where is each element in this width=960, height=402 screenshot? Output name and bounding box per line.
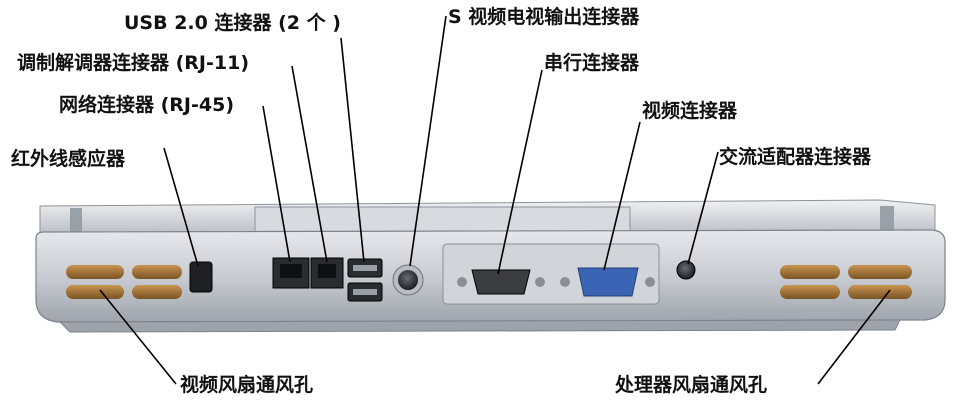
- cpu-fan-vent: [780, 265, 912, 299]
- serial-port: [457, 269, 545, 295]
- leader-serial: [497, 69, 543, 275]
- label-video-fan: 视频风扇通风孔: [180, 374, 314, 396]
- modem-port: [310, 257, 344, 289]
- network-port: [272, 257, 310, 289]
- label-network: 网络连接器 (RJ-45): [59, 94, 235, 116]
- leader-modem: [291, 65, 328, 263]
- label-modem: 调制解调器连接器 (RJ-11): [17, 52, 250, 74]
- ac-adapter-port: [676, 260, 696, 280]
- usb-ports: [347, 258, 383, 302]
- leader-infrared: [163, 147, 199, 267]
- leader-svideo: [409, 15, 447, 267]
- video-fan-vent: [66, 265, 182, 299]
- leader-lines: [99, 15, 891, 385]
- leader-network: [262, 105, 291, 263]
- vga-port: [560, 267, 655, 297]
- label-cpu-fan: 处理器风扇通风孔: [615, 374, 768, 396]
- leader-usb: [340, 37, 365, 263]
- svideo-port: [392, 264, 424, 296]
- label-video: 视频连接器: [642, 100, 738, 122]
- label-serial: 串行连接器: [544, 52, 640, 74]
- label-usb: USB 2.0 连接器 (2 个 ): [124, 12, 341, 34]
- label-svideo: S 视频电视输出连接器: [448, 6, 640, 28]
- leader-video-fan: [99, 289, 177, 385]
- label-ac-adapter: 交流适配器连接器: [719, 146, 872, 168]
- infrared-sensor: [189, 261, 213, 293]
- leader-cpu-fan: [817, 289, 891, 385]
- label-infrared: 红外线感应器: [11, 148, 126, 170]
- leader-video: [603, 121, 641, 271]
- leader-ac: [687, 151, 719, 265]
